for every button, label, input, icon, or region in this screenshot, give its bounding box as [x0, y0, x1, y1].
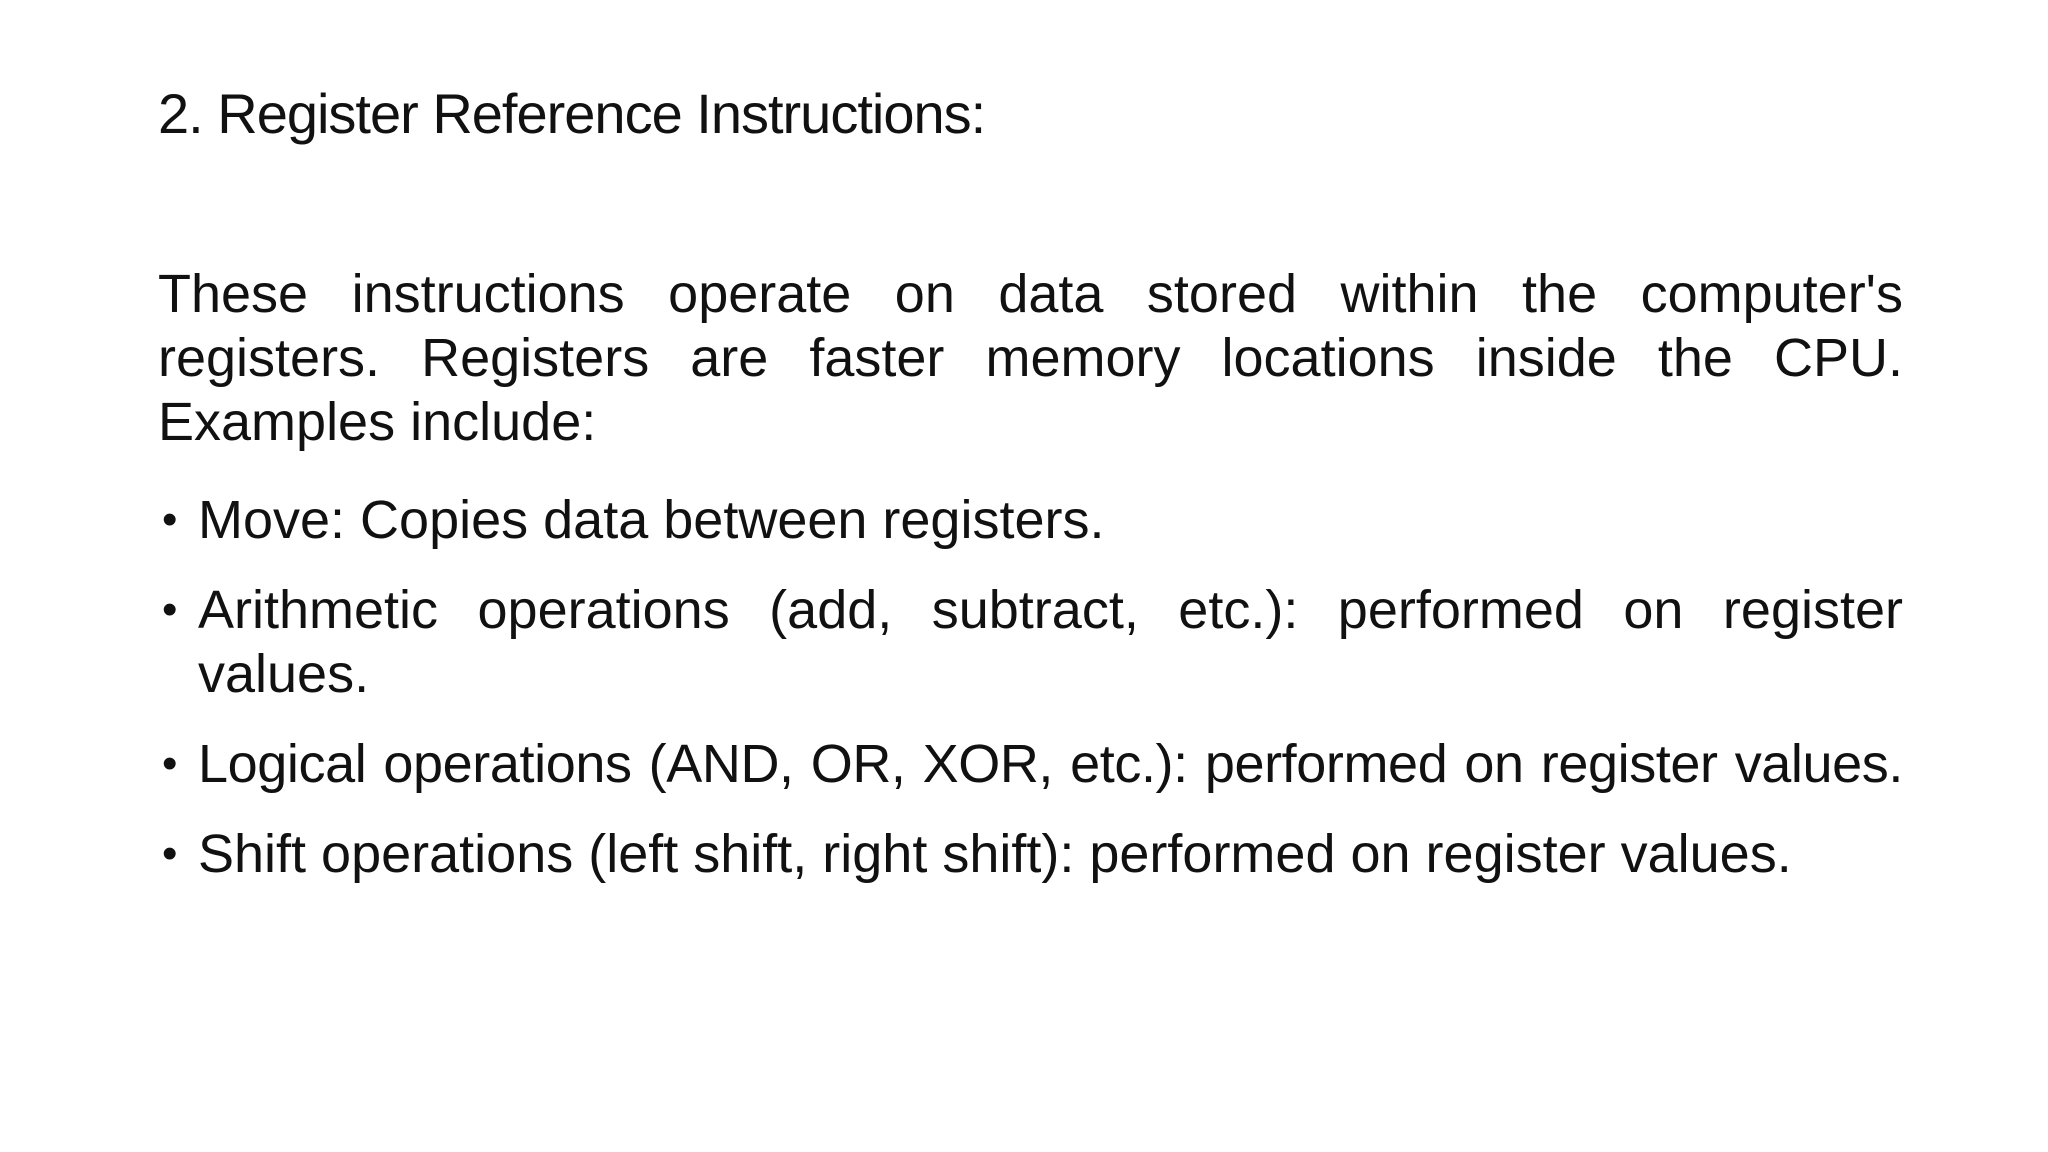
list-item-arithmetic: • Arithmetic operations (add, subtract, …	[158, 578, 1903, 706]
bullet-icon: •	[162, 739, 178, 788]
list-item-shift: • Shift operations (left shift, right sh…	[158, 822, 1903, 886]
slide-title: 2. Register Reference Instructions:	[158, 82, 986, 145]
list-item-logical: • Logical operations (AND, OR, XOR, etc.…	[158, 732, 1903, 796]
bullet-text-continued: values.	[198, 644, 370, 704]
paragraph-line: registers. Registers are faster memory l…	[158, 328, 1903, 388]
bullet-icon: •	[162, 829, 178, 878]
list-item-move: • Move: Copies data between registers.	[158, 488, 1903, 552]
paragraph-line: These instructions operate on data store…	[158, 264, 1903, 324]
bullet-list: • Move: Copies data between registers. •…	[158, 488, 1903, 886]
bullet-text: Move: Copies data between registers.	[198, 490, 1105, 550]
bullet-text: Shift operations (left shift, right shif…	[198, 824, 1792, 884]
body-paragraph: These instructions operate on data store…	[158, 262, 1903, 454]
bullet-icon: •	[162, 495, 178, 544]
paragraph-line: Examples include:	[158, 392, 597, 452]
bullet-icon: •	[162, 585, 178, 634]
bullet-text: Arithmetic operations (add, subtract, et…	[198, 580, 1903, 640]
bullet-text: Logical operations (AND, OR, XOR, etc.):…	[198, 734, 1903, 794]
